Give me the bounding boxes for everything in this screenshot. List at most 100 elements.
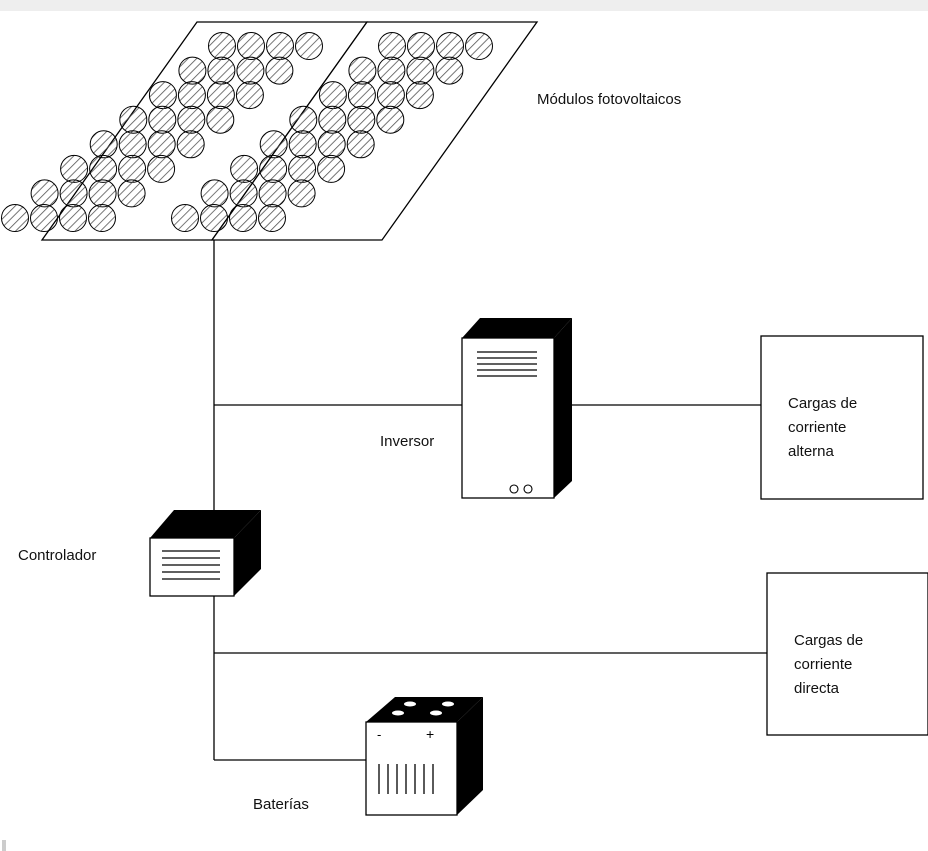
corner-mark	[2, 840, 6, 851]
battery-negative-terminal: -	[377, 727, 381, 742]
inverter-front	[461, 337, 555, 499]
solar-cell	[265, 56, 294, 85]
solar-cell	[376, 105, 405, 134]
solar-cell	[288, 130, 317, 159]
cargas-ac-line-3: alterna	[788, 443, 834, 460]
battery: - +	[365, 697, 483, 816]
solar-cell	[287, 179, 316, 208]
solar-cell	[318, 105, 347, 134]
solar-cell	[236, 56, 265, 85]
solar-cell	[88, 179, 117, 208]
solar-cell	[317, 154, 346, 183]
solar-cell	[377, 56, 406, 85]
label-baterias: Baterías	[253, 796, 309, 813]
controller-side	[234, 510, 261, 596]
inverter-led-2	[523, 484, 533, 494]
solar-cell	[59, 204, 87, 232]
solar-cell	[378, 32, 406, 60]
solar-cell	[406, 56, 435, 85]
solar-cell	[237, 32, 265, 60]
solar-cell	[347, 81, 376, 110]
solar-cell	[207, 56, 236, 85]
inverter	[461, 318, 572, 499]
label-inversor: Inversor	[380, 433, 435, 450]
solar-cell	[59, 179, 88, 208]
solar-cell	[119, 105, 148, 134]
ac-loads-box	[760, 335, 924, 500]
solar-cell	[1, 204, 29, 232]
wiring	[213, 240, 767, 761]
controller-top	[150, 510, 261, 538]
solar-cell	[407, 32, 435, 60]
battery-caps	[392, 701, 454, 716]
solar-cell	[435, 56, 464, 85]
solar-cell	[376, 81, 405, 110]
solar-cell	[60, 154, 89, 183]
cargas-ac-line-1: Cargas de	[788, 395, 858, 412]
solar-cell	[258, 179, 287, 208]
solar-cell	[347, 105, 376, 134]
solar-cell	[177, 81, 206, 110]
cargas-dc-line-2: corriente	[794, 656, 853, 673]
cargas-ac-line-2: corriente	[788, 419, 847, 436]
solar-cell	[436, 32, 464, 60]
solar-cell	[318, 81, 347, 110]
battery-cells	[378, 764, 434, 794]
controller-front	[149, 537, 235, 597]
solar-cell	[405, 81, 434, 110]
solar-cell	[235, 81, 264, 110]
inverter-led-1	[509, 484, 519, 494]
solar-cell	[206, 81, 235, 110]
solar-cell	[288, 154, 317, 183]
solar-cell	[346, 130, 375, 159]
solar-cell	[89, 154, 118, 183]
solar-cell	[178, 56, 207, 85]
cargas-dc-line-1: Cargas de	[794, 632, 864, 649]
controller-vents	[162, 550, 220, 580]
solar-cell	[259, 130, 288, 159]
battery-side	[457, 697, 483, 815]
controller	[149, 510, 261, 597]
solar-cell	[147, 130, 176, 159]
label-controlador: Controlador	[18, 547, 97, 564]
solar-cell	[229, 204, 257, 232]
inverter-top	[462, 318, 572, 338]
solar-cell	[148, 105, 177, 134]
solar-cell	[176, 130, 205, 159]
solar-cell	[117, 179, 146, 208]
inverter-side	[554, 318, 572, 498]
battery-front	[365, 721, 458, 816]
solar-cell	[208, 32, 236, 60]
solar-cell	[295, 32, 323, 60]
solar-cell	[177, 105, 206, 134]
top-bar	[0, 0, 928, 11]
solar-cell	[200, 179, 229, 208]
solar-cell	[259, 154, 288, 183]
battery-positive-terminal: +	[426, 726, 434, 742]
label-cargas-ac: Cargas de corriente alterna	[788, 392, 857, 464]
solar-cell	[200, 204, 228, 232]
solar-panels	[1, 21, 539, 241]
solar-cell	[206, 105, 235, 134]
solar-cell	[289, 105, 318, 134]
solar-cell	[230, 154, 259, 183]
solar-cell	[171, 204, 199, 232]
solar-cell	[118, 130, 147, 159]
solar-cell	[348, 56, 377, 85]
solar-cells-right	[171, 32, 493, 232]
solar-cell	[88, 204, 116, 232]
solar-cell	[229, 179, 258, 208]
label-cargas-dc: Cargas de corriente directa	[794, 629, 863, 701]
solar-cell	[147, 154, 176, 183]
solar-cells-left	[1, 32, 323, 232]
cargas-dc-line-3: directa	[794, 680, 840, 697]
solar-cell	[118, 154, 147, 183]
solar-cell	[465, 32, 493, 60]
solar-cell	[89, 130, 118, 159]
inverter-vents	[477, 351, 537, 377]
label-modulos-fotovoltaicos: Módulos fotovoltaicos	[537, 91, 682, 108]
solar-cell	[317, 130, 346, 159]
solar-cell	[30, 204, 58, 232]
solar-cell	[148, 81, 177, 110]
